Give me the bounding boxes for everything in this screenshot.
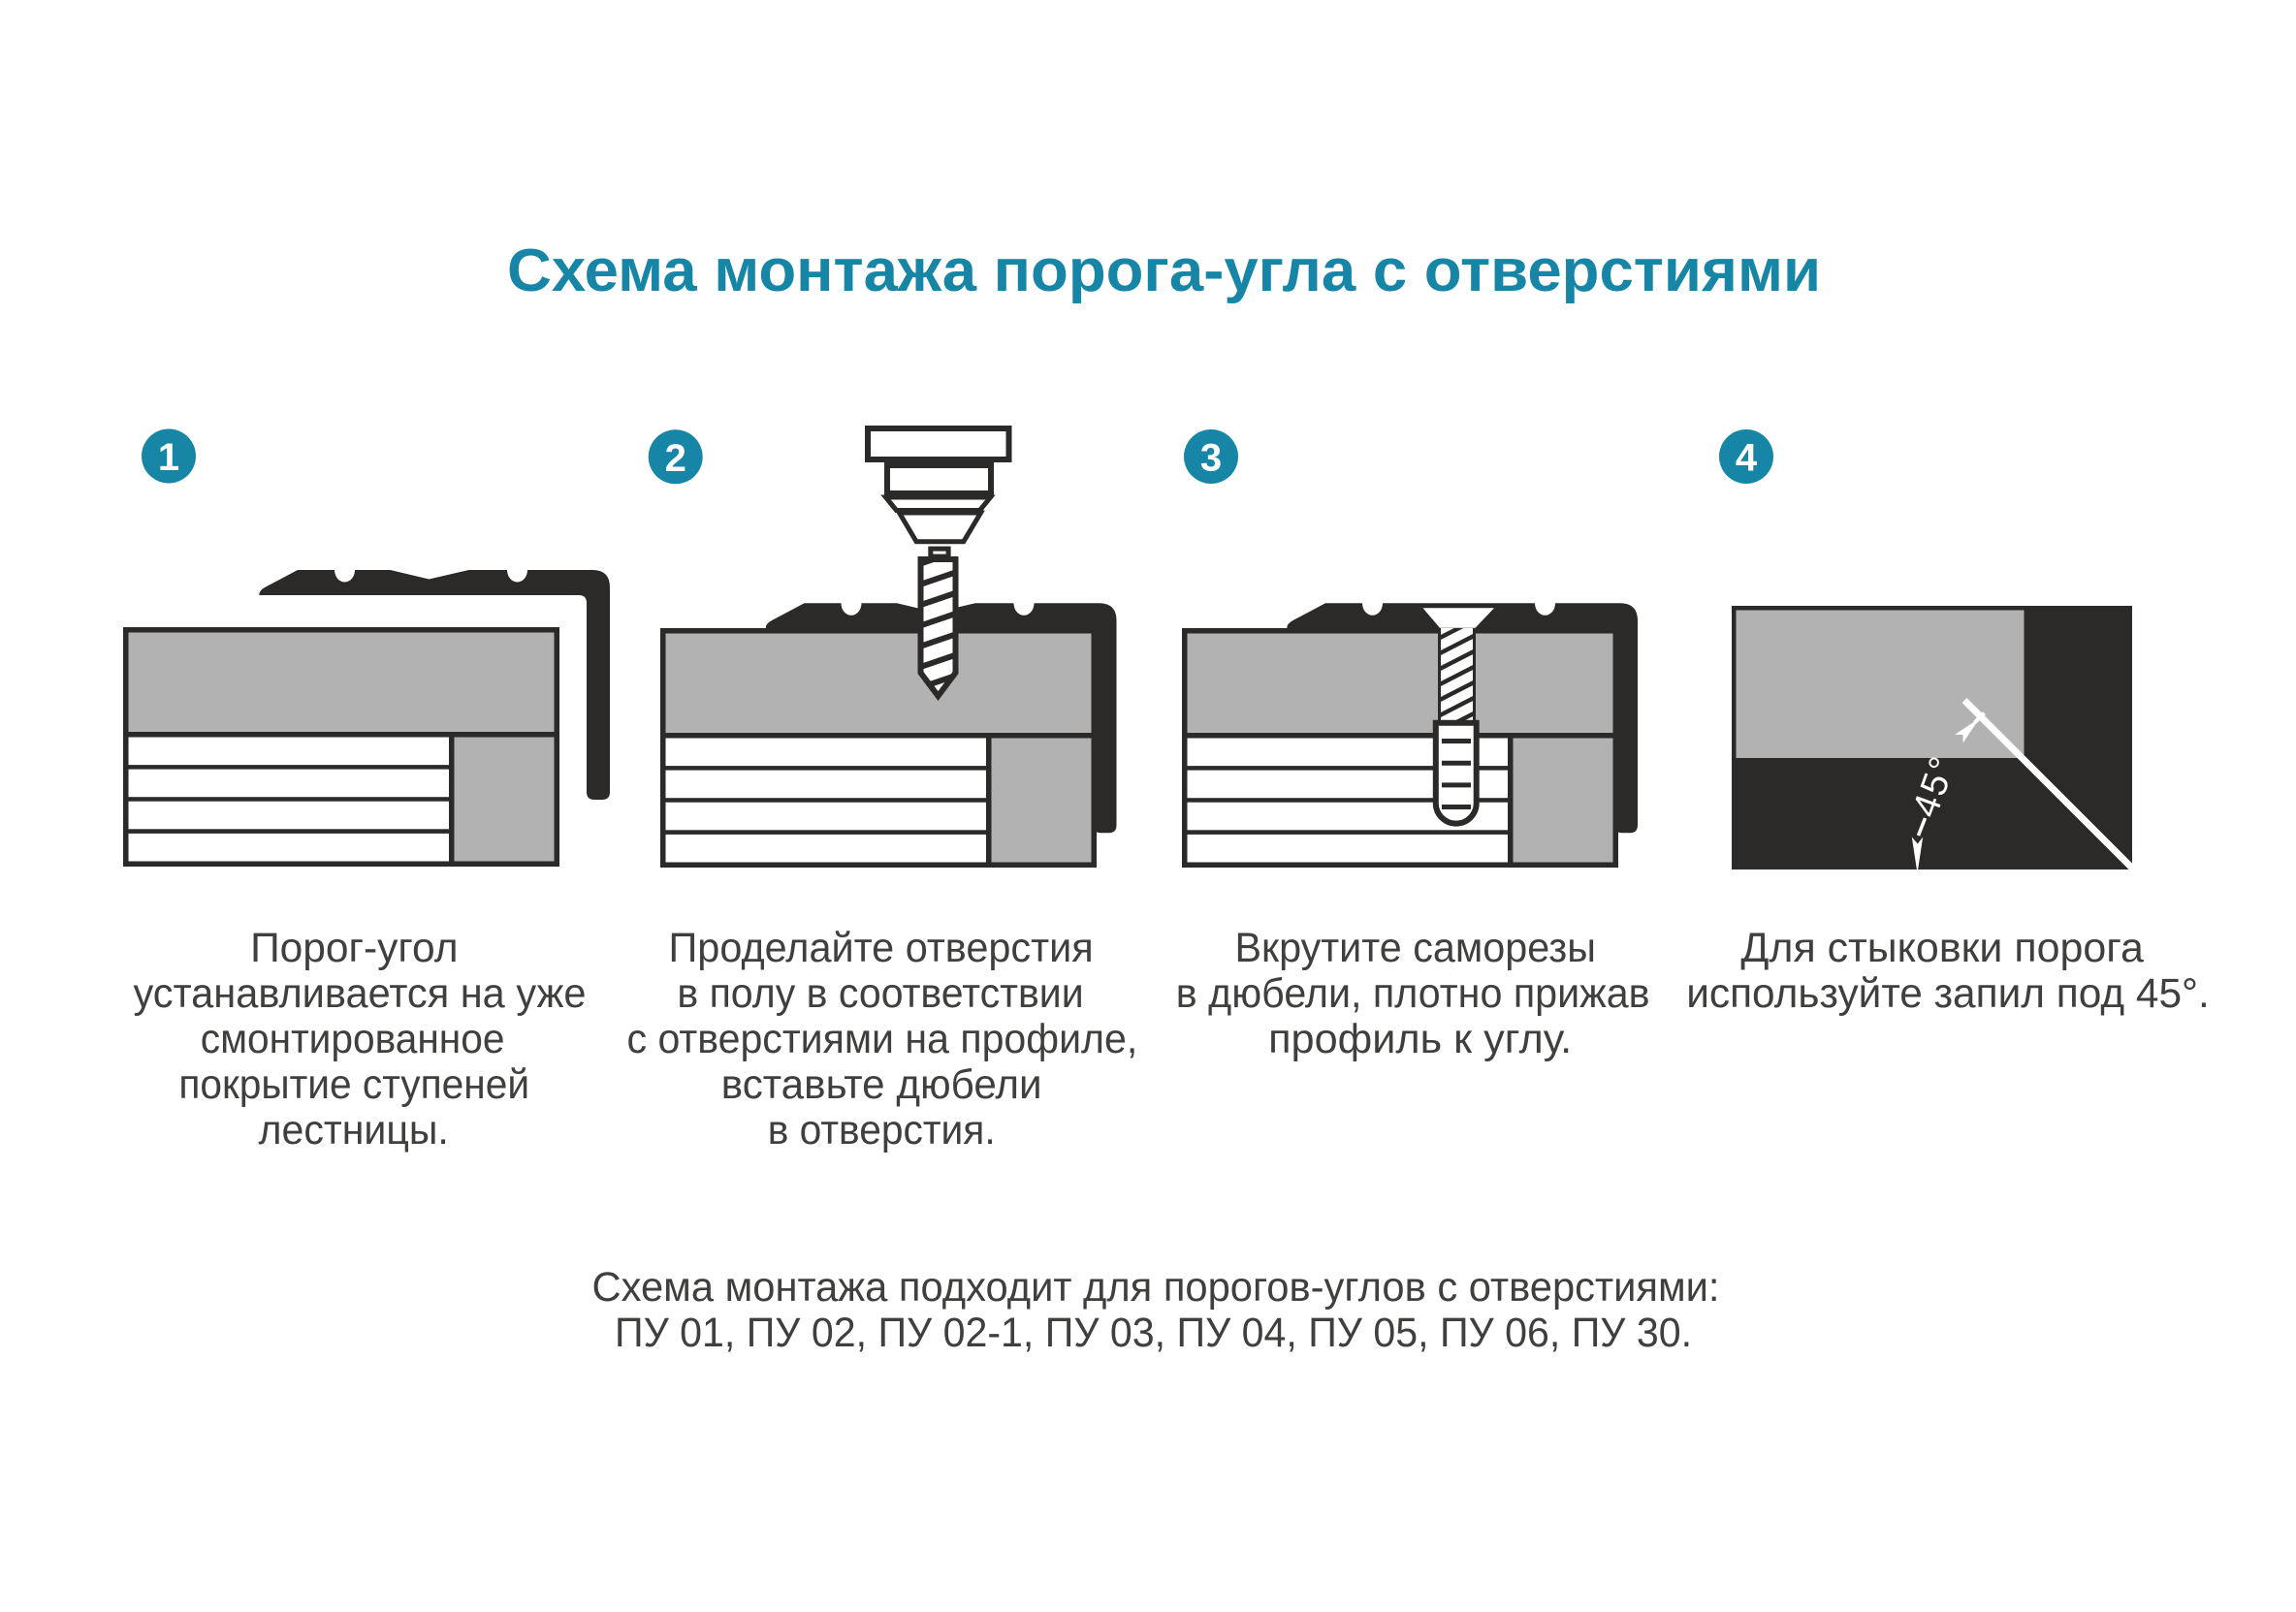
svg-text:используйте запил под 45°.: используйте запил под 45°. xyxy=(1686,971,2210,1017)
svg-text:Вкрутите саморезы: Вкрутите саморезы xyxy=(1234,926,1596,971)
svg-text:смонтированное: смонтированное xyxy=(201,1017,505,1062)
svg-text:Схема монтажа подходит для пор: Схема монтажа подходит для порогов-углов… xyxy=(592,1264,1720,1311)
svg-text:3: 3 xyxy=(1200,437,1222,480)
svg-text:профиль к углу.: профиль к углу. xyxy=(1268,1017,1572,1062)
svg-text:4: 4 xyxy=(1736,437,1758,480)
svg-text:в отверстия.: в отверстия. xyxy=(768,1108,996,1154)
svg-text:лестницы.: лестницы. xyxy=(259,1108,449,1154)
svg-text:покрытие ступеней: покрытие ступеней xyxy=(178,1062,529,1108)
svg-text:Для стыковки порога: Для стыковки порога xyxy=(1740,926,2144,971)
svg-text:вставьте дюбели: вставьте дюбели xyxy=(721,1062,1042,1108)
svg-text:с отверстиями на профиле,: с отверстиями на профиле, xyxy=(627,1017,1138,1062)
svg-text:в полу в соответствии: в полу в соответствии xyxy=(677,971,1083,1017)
svg-text:Схема монтажа порога-угла с от: Схема монтажа порога-угла с отверстиями xyxy=(507,237,1821,304)
svg-text:в дюбели, плотно прижав: в дюбели, плотно прижав xyxy=(1176,971,1650,1017)
svg-text:устанавливается на уже: устанавливается на уже xyxy=(134,971,587,1017)
svg-text:Порог-угол: Порог-угол xyxy=(250,926,458,971)
svg-text:ПУ 01, ПУ 02, ПУ 02-1, ПУ 03,: ПУ 01, ПУ 02, ПУ 02-1, ПУ 03, ПУ 04, ПУ … xyxy=(615,1310,1692,1356)
svg-text:2: 2 xyxy=(665,437,686,480)
svg-text:Проделайте отверстия: Проделайте отверстия xyxy=(669,926,1094,971)
svg-text:1: 1 xyxy=(158,436,179,479)
